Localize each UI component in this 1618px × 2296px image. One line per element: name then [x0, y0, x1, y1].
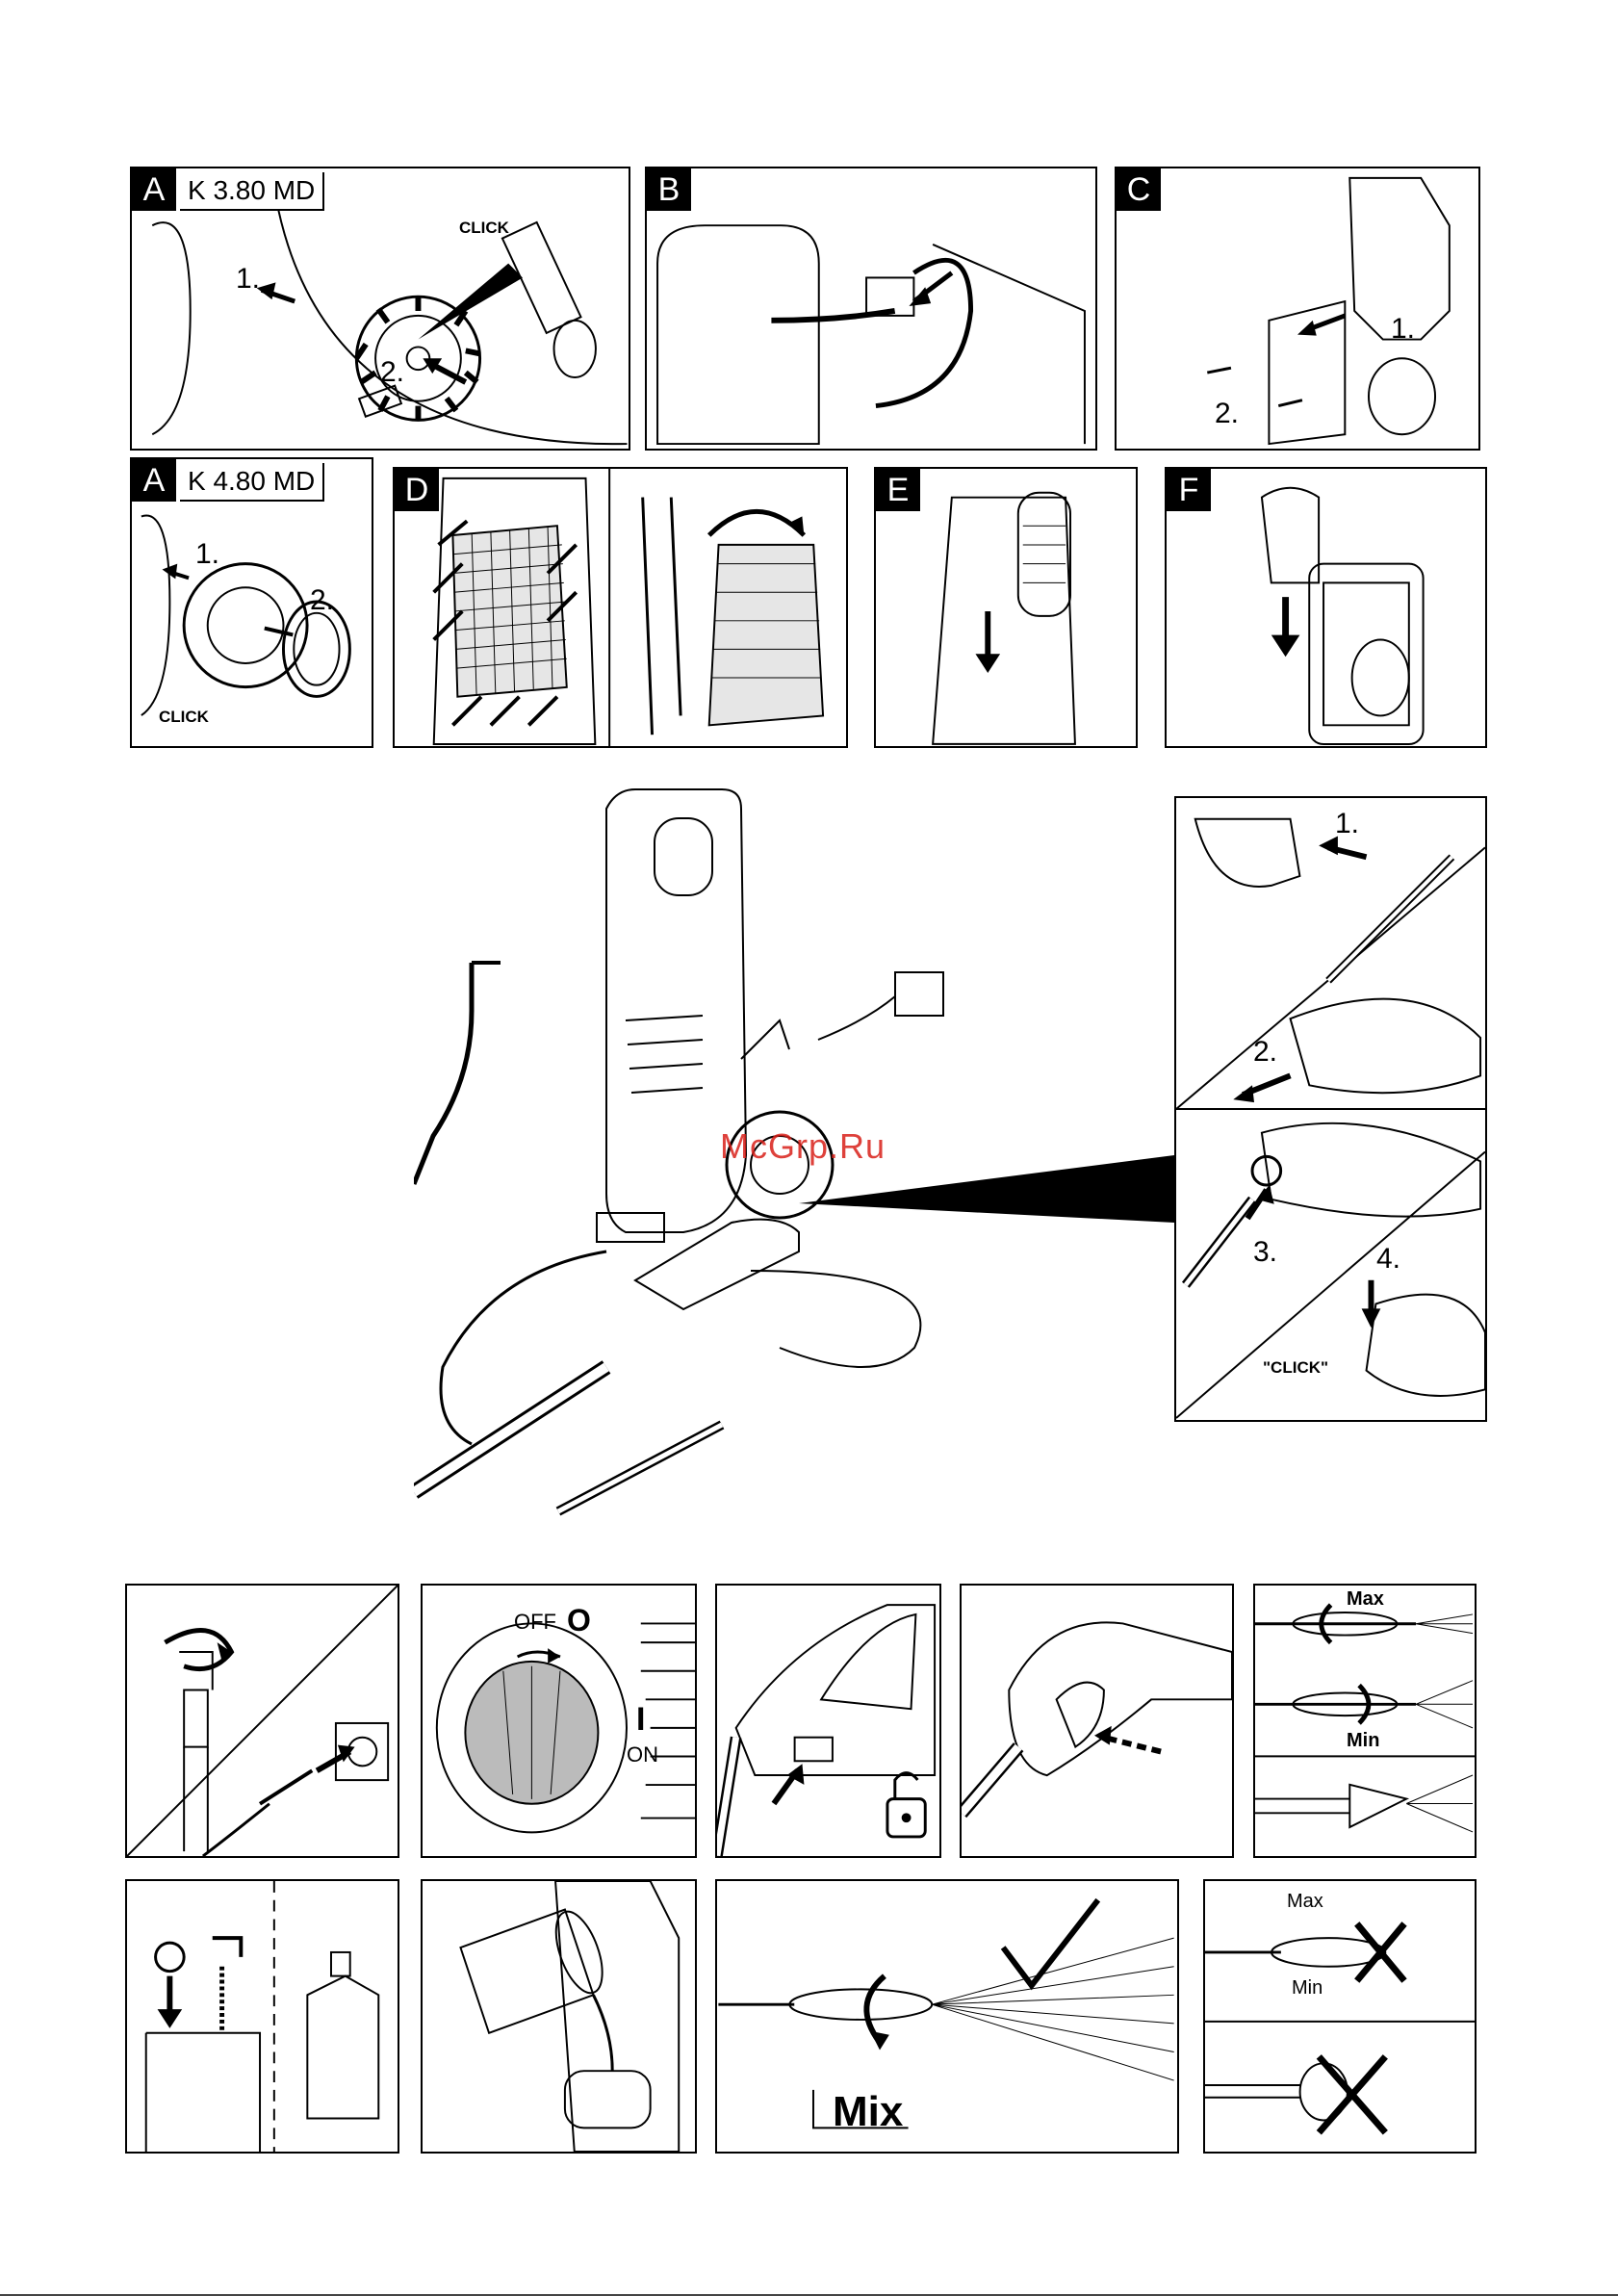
max-label: Max: [1287, 1891, 1323, 1913]
accessory-net-illustration: [395, 469, 846, 746]
panel-letter: B: [647, 168, 691, 211]
panel-gun-detail: 1. 2. 3. 4. "CLICK": [1174, 796, 1487, 1422]
step-1-label: 1.: [195, 538, 219, 571]
incorrect-use-illustration: [1205, 1881, 1475, 2152]
panel-trigger-pull: [960, 1584, 1234, 1858]
panel-d: D: [393, 467, 848, 748]
step-1-label: 1.: [236, 263, 260, 296]
panel-on-off-switch: OFF O I ON: [421, 1584, 697, 1858]
hose-connection-illustration: [647, 168, 1095, 449]
pouring-illustration: [423, 1881, 695, 2152]
step-2-label: 2.: [380, 356, 404, 389]
step-2-label: 2.: [1253, 1036, 1277, 1069]
mix-setting-illustration: [717, 1881, 1177, 2152]
tap-and-plug-illustration: [127, 1586, 398, 1856]
switch-knob-illustration: [423, 1586, 695, 1856]
step-4-label: 4.: [1376, 1243, 1400, 1276]
panel-a-k380: A K 3.80 MD 1. 2. CLICK: [130, 167, 630, 451]
panel-letter: A: [132, 459, 176, 502]
hose-holder-illustration: [1167, 469, 1485, 746]
wheel-install-illustration: [132, 459, 372, 746]
panel-a-k480: A K 4.80 MD 1. 2. CLICK: [130, 457, 373, 748]
step-1-label: 1.: [1391, 313, 1415, 346]
trigger-gun-assembly-illustration: [1176, 798, 1485, 1420]
model-label: K 4.80 MD: [180, 463, 324, 502]
panel-water-power: [125, 1584, 399, 1858]
detergent-container-illustration: [127, 1881, 398, 2152]
click-label: CLICK: [159, 708, 209, 727]
off-symbol: O: [567, 1603, 591, 1638]
lance-adjust-illustration: [1255, 1586, 1475, 1856]
trigger-pull-illustration: [962, 1586, 1232, 1856]
panel-letter: D: [395, 469, 439, 511]
panel-pour-detergent: [421, 1879, 697, 2154]
step-1-label: 1.: [1335, 808, 1359, 840]
click-label: "CLICK": [1263, 1358, 1328, 1378]
panel-detergent-spray: Mix: [715, 1879, 1179, 2154]
panel-letter: F: [1167, 469, 1211, 511]
panel-letter: E: [876, 469, 920, 511]
holder-mount-illustration: [1117, 168, 1478, 449]
panel-detergent-fill: [125, 1879, 399, 2154]
on-label: ON: [627, 1742, 658, 1767]
max-label: Max: [1347, 1588, 1384, 1611]
click-label: CLICK: [459, 219, 509, 238]
panel-letter: A: [132, 168, 176, 211]
step-2-label: 2.: [310, 584, 334, 617]
panel-unlock-trigger: [715, 1584, 941, 1858]
watermark-text: McGrp.Ru: [720, 1126, 886, 1167]
panel-e: E: [874, 467, 1138, 748]
panel-f: F: [1165, 467, 1487, 748]
panel-letter: C: [1117, 168, 1161, 211]
panel-b: B: [645, 167, 1097, 451]
step-2-label: 2.: [1215, 398, 1239, 430]
on-symbol: I: [636, 1701, 645, 1739]
panel-wrong-usage: Max Min: [1203, 1879, 1477, 2154]
min-label: Min: [1347, 1730, 1379, 1752]
off-label: OFF: [514, 1610, 556, 1635]
model-label: K 3.80 MD: [180, 172, 324, 211]
mix-label: Mix: [833, 2088, 903, 2136]
step-3-label: 3.: [1253, 1236, 1277, 1269]
unlock-illustration: [717, 1586, 939, 1856]
min-label: Min: [1292, 1977, 1323, 1999]
panel-c: C 1. 2.: [1115, 167, 1480, 451]
panel-pressure-adjust: Max Min: [1253, 1584, 1477, 1858]
